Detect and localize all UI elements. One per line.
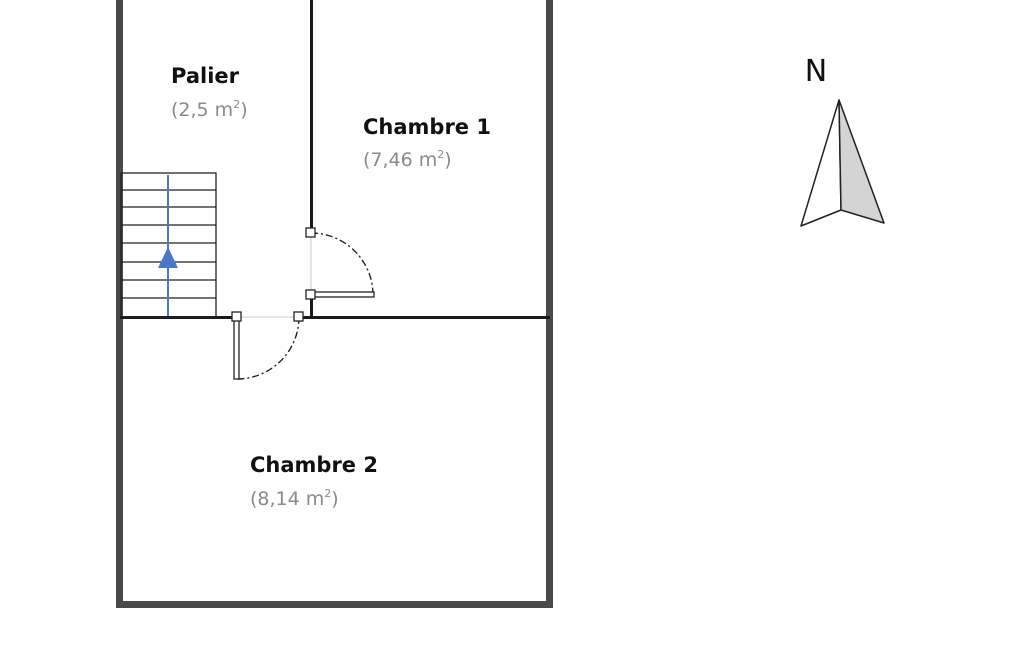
stair-direction-arrow-icon [158,175,178,316]
door-chambre-1 [305,227,375,300]
outer-wall-right [546,0,553,608]
outer-wall-left [116,0,123,608]
interior-wall-right-segment [300,316,550,319]
room-name-chambre-2: Chambre 2 [250,453,378,477]
room-area-chambre-1: (7,46 m2) [363,148,452,171]
north-arrow-icon [800,99,885,227]
room-area-palier: (2,5 m2) [171,98,248,121]
door-chambre-2 [231,311,304,380]
room-area-chambre-2: (8,14 m2) [250,487,339,510]
room-name-chambre-1: Chambre 1 [363,115,491,139]
north-label: N [805,54,827,89]
room-name-palier: Palier [171,64,240,88]
outer-wall-bottom [116,601,553,608]
interior-wall-vertical [310,0,313,233]
interior-wall-stub [310,296,313,318]
